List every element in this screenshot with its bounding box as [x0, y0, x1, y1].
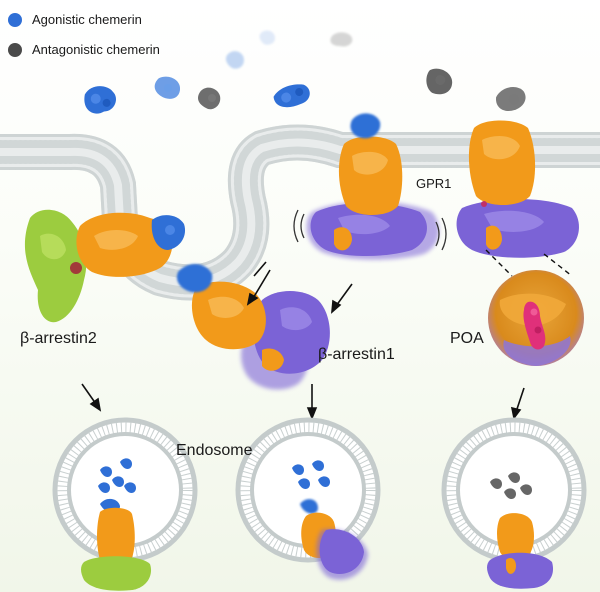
chemerin-cluster-top	[84, 30, 526, 114]
agonist-chemerin	[84, 86, 116, 114]
label-beta-arrestin2: β-arrestin2	[20, 330, 97, 347]
vibration-marks-right	[435, 217, 447, 251]
complex-arrestin2	[24, 209, 186, 323]
antagonist-chemerin	[198, 87, 221, 110]
poa-ligand	[523, 301, 546, 350]
complex-arrestin1	[176, 263, 330, 390]
agonist-chemerin	[154, 76, 180, 99]
receptor-shape	[97, 507, 135, 567]
endosome-left	[52, 417, 198, 591]
antagonist-chemerin	[426, 68, 453, 95]
legend-item-agonist: Agonistic chemerin	[8, 12, 142, 27]
vibration-marks-left	[293, 209, 305, 243]
agonist-color-dot	[8, 12, 22, 27]
arrows	[81, 261, 525, 421]
legend-label-antagonist: Antagonistic chemerin	[32, 42, 160, 57]
legend-label-agonist: Agonistic chemerin	[32, 12, 142, 27]
bound-chemerin	[350, 113, 381, 139]
receptor-shape	[468, 120, 536, 205]
endosome-center	[235, 417, 381, 580]
label-poa: POA	[450, 330, 484, 347]
arrestin1-shape	[487, 552, 554, 589]
agonist-chemerin	[259, 30, 275, 45]
arrestin2-shape	[81, 556, 152, 591]
antagonist-chemerin	[496, 87, 526, 111]
label-endosome: Endosome	[176, 442, 253, 459]
antagonist-color-dot	[8, 42, 22, 57]
label-gpr1: GPR1	[416, 176, 452, 191]
agonist-chemerin	[273, 84, 310, 108]
agonist-chemerin	[225, 51, 244, 69]
poa-zoom	[485, 249, 584, 366]
endosome-right	[441, 417, 587, 589]
antagonist-chemerin	[330, 32, 353, 47]
plasma-membrane	[0, 124, 600, 301]
arrestin1-shape	[319, 529, 364, 574]
complex-gpr1-arrestin-active	[293, 113, 447, 260]
label-beta-arrestin1: β-arrestin1	[318, 346, 395, 363]
receptor-shape	[338, 136, 403, 215]
legend-item-antagonist: Antagonistic chemerin	[8, 42, 160, 57]
receptor-shape	[497, 513, 534, 560]
complex-gpr1-antagonist	[456, 120, 579, 258]
bound-chemerin	[176, 263, 213, 293]
